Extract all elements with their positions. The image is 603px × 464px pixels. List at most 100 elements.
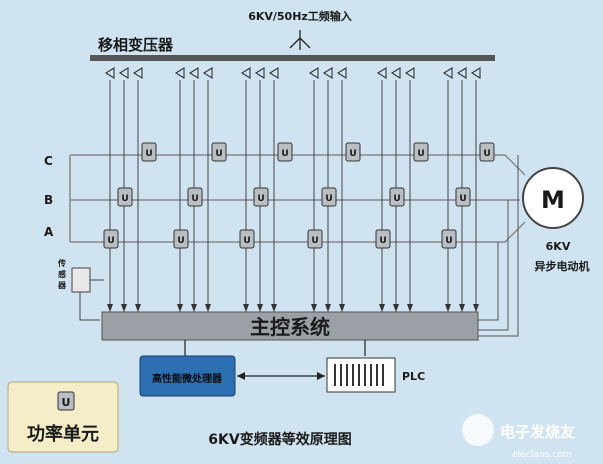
legend-label: 功率单元 xyxy=(27,423,99,445)
arrow-icon xyxy=(325,304,331,312)
power-unit xyxy=(117,187,133,207)
arrow-icon xyxy=(473,304,479,312)
power-unit xyxy=(277,142,293,162)
winding-icon xyxy=(104,67,115,79)
processor-box xyxy=(139,355,236,397)
winding-icon xyxy=(132,67,143,79)
winding-icon xyxy=(118,67,129,79)
phase-label-c: C xyxy=(44,154,53,168)
secondary-windings xyxy=(104,67,481,79)
legend-unit-icon xyxy=(57,391,75,411)
legend-box xyxy=(7,381,119,453)
main-control-label: 主控系统 xyxy=(250,315,330,339)
transformer-bar xyxy=(90,55,495,61)
winding-icon xyxy=(188,67,199,79)
power-unit xyxy=(239,229,255,249)
arrow-icon xyxy=(407,304,413,312)
motor-symbol: M xyxy=(541,186,565,214)
winding-icon xyxy=(390,67,401,79)
arrow-icon xyxy=(393,304,399,312)
arrow-icon xyxy=(459,304,465,312)
power-unit-symbol: U xyxy=(243,236,250,246)
power-unit-symbol: U xyxy=(417,149,424,159)
power-unit xyxy=(413,142,429,162)
arrow-icon xyxy=(107,304,113,312)
power-unit-symbol: U xyxy=(257,194,264,204)
winding-icon xyxy=(254,67,265,79)
arrow-icon xyxy=(135,304,141,312)
input-feed: 6KV/50Hz工频输入 xyxy=(248,9,352,50)
arrow-icon xyxy=(205,304,211,312)
power-unit xyxy=(375,229,391,249)
winding-icon xyxy=(174,67,185,79)
power-unit-symbol: U xyxy=(349,149,356,159)
watermark-cn: 电子发烧友 xyxy=(500,423,575,441)
motor-voltage: 6KV xyxy=(546,240,571,253)
arrow-icon xyxy=(445,304,451,312)
power-unit xyxy=(103,229,119,249)
motor-type: 异步电动机 xyxy=(535,259,590,273)
power-unit xyxy=(345,142,361,162)
power-unit-symbol: U xyxy=(483,149,490,159)
power-unit xyxy=(187,187,203,207)
power-unit-symbol: U xyxy=(311,236,318,246)
power-unit xyxy=(211,142,227,162)
winding-icon xyxy=(202,67,213,79)
power-unit xyxy=(253,187,269,207)
winding-icon xyxy=(322,67,333,79)
arrow-icon xyxy=(339,304,345,312)
sensor-label: 传感器 xyxy=(57,258,67,290)
plc-label: PLC xyxy=(402,370,425,383)
power-unit xyxy=(173,229,189,249)
power-unit xyxy=(307,229,323,249)
sensor: 传感器 xyxy=(57,258,104,321)
processor-label: 高性能微处理器 xyxy=(152,372,223,385)
phase-label-a: A xyxy=(44,225,54,239)
power-unit-symbol: U xyxy=(215,149,222,159)
arrow-icon xyxy=(257,304,263,312)
power-unit-symbol: U xyxy=(191,194,198,204)
winding-icon xyxy=(336,67,347,79)
arrow-icon xyxy=(121,304,127,312)
winding-icon xyxy=(456,67,467,79)
power-unit xyxy=(141,142,157,162)
arrow-icon xyxy=(271,304,277,312)
power-unit-symbol: U xyxy=(445,236,452,246)
power-unit-symbol: U xyxy=(177,236,184,246)
phase-label-b: B xyxy=(44,193,53,207)
plc-icon xyxy=(326,357,396,393)
motor-icon xyxy=(522,167,584,229)
power-unit-symbol: U xyxy=(145,149,152,159)
arrow-icon xyxy=(191,304,197,312)
motor: M 6KV 异步电动机 xyxy=(522,167,590,273)
watermark-url: elecfans.com xyxy=(512,450,572,460)
power-unit-symbol: U xyxy=(281,149,288,159)
transformer-label: 移相变压器 xyxy=(98,36,174,54)
diagram-caption: 6KV变频器等效原理图 xyxy=(208,431,351,448)
power-unit xyxy=(441,229,457,249)
watermark-logo-icon xyxy=(462,414,494,446)
winding-icon xyxy=(240,67,251,79)
power-unit xyxy=(455,187,471,207)
power-unit xyxy=(389,187,405,207)
winding-icon xyxy=(442,67,453,79)
power-unit-symbol: U xyxy=(325,194,332,204)
feedback-wires xyxy=(478,155,519,337)
legend-unit-symbol: U xyxy=(62,396,71,409)
winding-icon xyxy=(308,67,319,79)
arrow-icon xyxy=(379,304,385,312)
arrow-icon xyxy=(243,304,249,312)
winding-icon xyxy=(404,67,415,79)
power-unit-symbol: U xyxy=(107,236,114,246)
arrow-icon xyxy=(177,304,183,312)
winding-icon xyxy=(376,67,387,79)
y-connection-icon xyxy=(289,30,311,50)
feed-wires xyxy=(107,80,479,312)
winding-icon xyxy=(268,67,279,79)
sensor-box xyxy=(71,267,91,293)
power-unit-symbol: U xyxy=(379,236,386,246)
power-unit-symbol: U xyxy=(393,194,400,204)
power-unit-symbol: U xyxy=(459,194,466,204)
